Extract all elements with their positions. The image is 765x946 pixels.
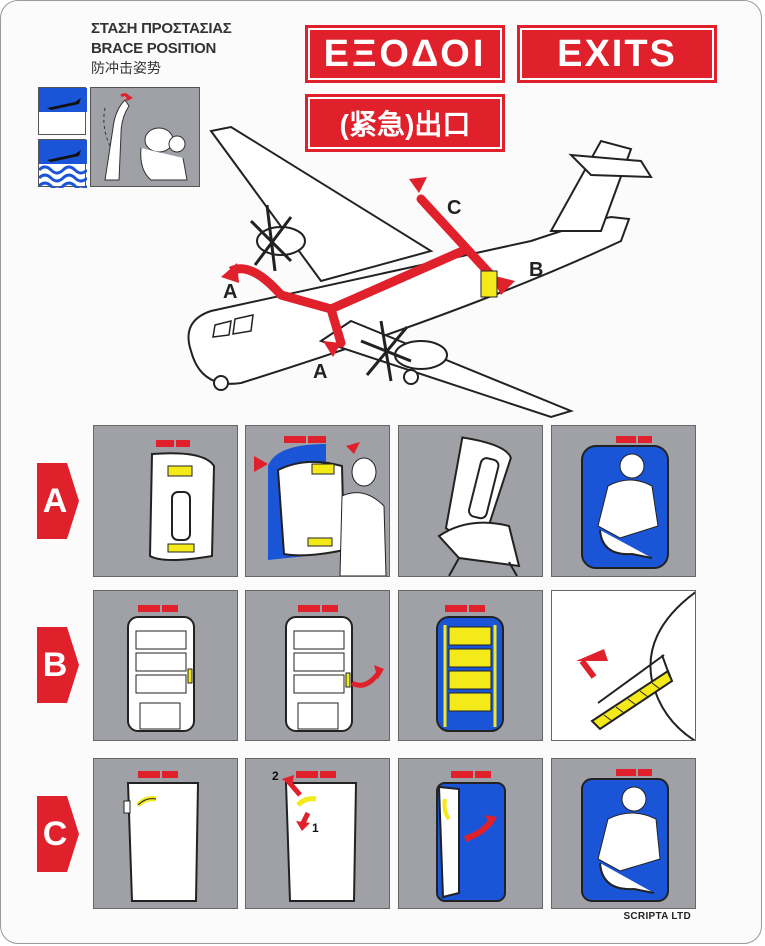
brace-figure-panel (90, 87, 200, 187)
door-a-remove-icon (254, 436, 387, 576)
brace-title-chinese: 防冲击姿势 (91, 60, 161, 76)
door-b-stairs-deployed-icon (436, 605, 504, 732)
brace-land-icon (38, 87, 87, 135)
brace-title-english: BRACE POSITION (91, 40, 216, 57)
exits-banner-greek: ΕΞΟΔΟΙ (305, 25, 505, 83)
door-a-closed-icon (148, 440, 216, 561)
brace-title-greek: ΣΤΑΣΗ ΠΡΟΣΤΑΣΙΑΣ (91, 20, 232, 37)
brace-water-icon (37, 139, 89, 191)
exits-banner-chinese: (紧急)出口 (305, 94, 505, 152)
door-b-closed-icon (127, 605, 195, 732)
panel-b2 (245, 590, 390, 741)
row-c-letter: C (42, 814, 68, 853)
panel-a2 (245, 425, 390, 577)
panel-b3 (398, 590, 543, 741)
row-c-badge: C (37, 796, 79, 872)
door-c-closed-icon (123, 771, 200, 902)
exit-b-descend-stairs-icon (576, 591, 695, 740)
panel-c4 (551, 758, 696, 909)
diagram-label-c: C (447, 197, 462, 219)
brace-position-title: ΣΤΑΣΗ ΠΡΟΣΤΑΣΙΑΣ BRACE POSITION 防冲击姿势 (91, 20, 232, 76)
panel-a4 (551, 425, 696, 577)
bracing-passenger-icon (103, 93, 188, 181)
panel-b1 (93, 590, 238, 741)
panel-c2: 1 2 (245, 758, 390, 909)
row-b-badge: B (37, 627, 79, 703)
panel-a1 (93, 425, 238, 577)
aircraft-exit-diagram (187, 125, 653, 419)
panel-c1 (93, 758, 238, 909)
plane-land-icon (39, 88, 87, 112)
row-a-letter: A (42, 481, 68, 520)
row-a-badge: A (37, 463, 79, 539)
panel-b4 (551, 590, 696, 741)
diagram-label-a-left: A (223, 281, 238, 303)
panel-a3 (398, 425, 543, 577)
exit-c-climb-out-icon (581, 769, 669, 902)
door-b-open-handle-icon (285, 605, 384, 732)
diagram-label-a-bottom: A (313, 361, 328, 383)
row-b-letter: B (42, 645, 68, 684)
step-2-label: 2 (272, 769, 279, 783)
diagram-label-b: B (529, 259, 544, 281)
panel-c3 (398, 758, 543, 909)
exits-banner-english: EXITS (517, 25, 717, 83)
plane-water-icon (37, 140, 89, 191)
door-c-open-steps-icon (282, 771, 358, 902)
publisher-credit: SCRIPTA LTD (623, 911, 691, 922)
door-a-place-on-seats-icon (437, 436, 521, 576)
step-1-label: 1 (312, 821, 319, 835)
door-c-swing-open-icon (436, 771, 506, 902)
exit-a-climb-out-icon (581, 436, 669, 569)
